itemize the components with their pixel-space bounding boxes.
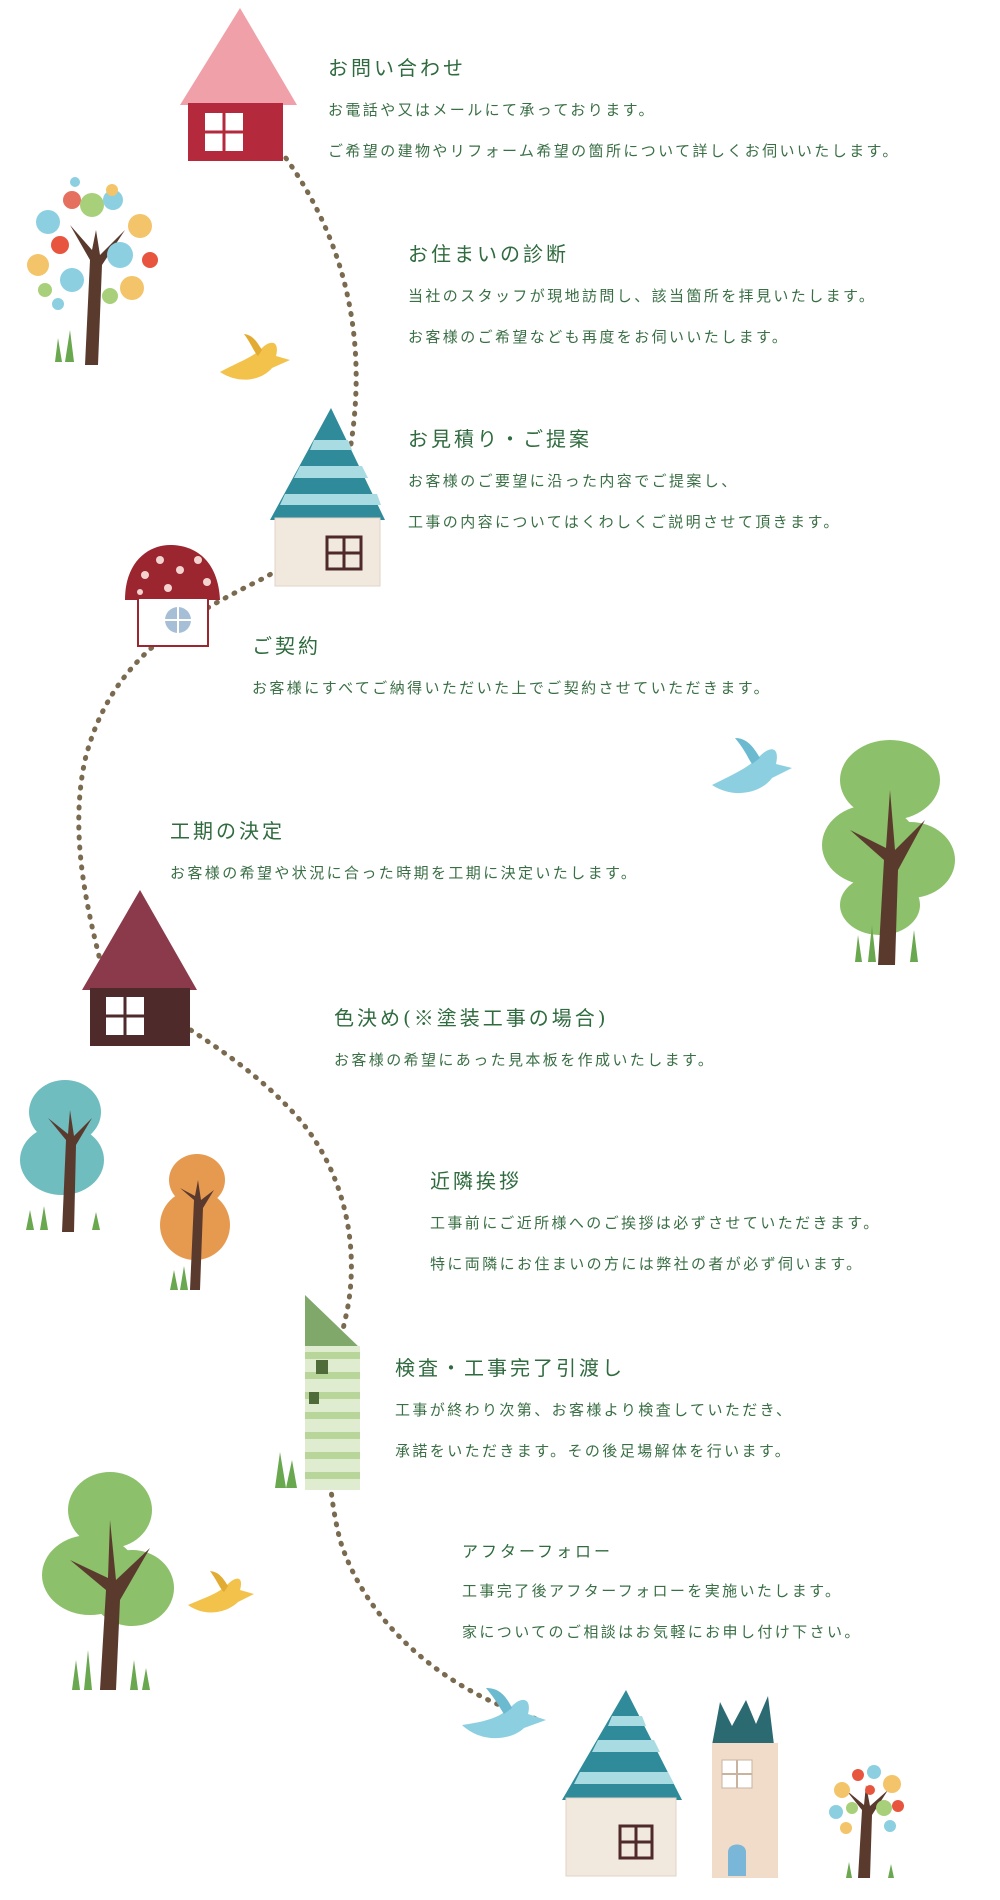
maroon-house-icon bbox=[82, 890, 197, 1046]
blue-bird-icon bbox=[712, 738, 792, 794]
step-text: お客様にすべてご納得いただいた上でご契約させていただきます。 bbox=[252, 679, 772, 697]
green-tree-icon bbox=[822, 740, 955, 965]
step-title: 工期の決定 bbox=[170, 819, 285, 843]
step-title: 検査・工事完了引渡し bbox=[395, 1356, 625, 1380]
step-title: お問い合わせ bbox=[328, 56, 466, 80]
yellow-bird-icon bbox=[220, 334, 290, 380]
step-title: ご契約 bbox=[252, 634, 321, 658]
colorful-tree-icon bbox=[27, 177, 158, 365]
step-contract: ご契約 お客様にすべてご納得いただいた上でご契約させていただきます。 bbox=[252, 630, 771, 698]
step-text: 当社のスタッフが現地訪問し、該当箇所を拝見いたします。 bbox=[408, 287, 877, 305]
final-teal-house-icon bbox=[562, 1690, 682, 1877]
step-inspection: 検査・工事完了引渡し 工事が終わり次第、お客様より検査していただき、 承諾をいた… bbox=[395, 1352, 793, 1461]
step-neighbors: 近隣挨拶 工事前にご近所様へのご挨拶は必ずさせていただきます。 特に両隣にお住ま… bbox=[430, 1165, 881, 1274]
step-text: 家についてのご相談はお気軽にお申し付け下さい。 bbox=[462, 1623, 862, 1641]
step-diagnosis: お住まいの診断 当社のスタッフが現地訪問し、該当箇所を拝見いたします。 お客様の… bbox=[408, 238, 876, 347]
step-inquiry: お問い合わせ お電話や又はメールにて承っております。 ご希望の建物やリフォーム希… bbox=[328, 52, 900, 161]
step-title: お住まいの診断 bbox=[408, 242, 569, 266]
step-text: 承諾をいただきます。その後足場解体を行います。 bbox=[395, 1442, 793, 1460]
step-text: ご希望の建物やリフォーム希望の箇所について詳しくお伺いいたします。 bbox=[328, 142, 900, 160]
step-text: 工事完了後アフターフォローを実施いたします。 bbox=[462, 1582, 843, 1600]
step-title: 色決め(※塗装工事の場合) bbox=[334, 1006, 609, 1030]
beige-tower-icon bbox=[712, 1696, 778, 1878]
step-text: お客様の希望にあった見本板を作成いたします。 bbox=[334, 1051, 716, 1069]
step-after-follow: アフターフォロー 工事完了後アフターフォローを実施いたします。 家についてのご相… bbox=[462, 1538, 862, 1642]
small-colorful-tree-icon bbox=[829, 1765, 904, 1878]
step-text: お客様の希望や状況に合った時期を工期に決定いたします。 bbox=[170, 864, 639, 882]
blue-bird-icon bbox=[462, 1688, 546, 1739]
step-title: アフターフォロー bbox=[462, 1542, 614, 1561]
step-text: 工事の内容についてはくわしくご説明させて頂きます。 bbox=[408, 513, 841, 531]
step-text: 工事が終わり次第、お客様より検査していただき、 bbox=[395, 1401, 794, 1419]
green-tower-icon bbox=[275, 1295, 360, 1490]
teal-house-icon bbox=[270, 408, 385, 587]
step-title: お見積り・ご提案 bbox=[408, 427, 592, 451]
step-text: 工事前にご近所様へのご挨拶は必ずさせていただきます。 bbox=[430, 1214, 881, 1232]
step-title: 近隣挨拶 bbox=[430, 1169, 522, 1193]
step-estimate: お見積り・ご提案 お客様のご要望に沿った内容でご提案し、 工事の内容についてはく… bbox=[408, 423, 841, 532]
orange-tree-icon bbox=[160, 1154, 230, 1290]
step-color: 色決め(※塗装工事の場合) お客様の希望にあった見本板を作成いたします。 bbox=[334, 1002, 715, 1070]
teal-tree-icon bbox=[20, 1080, 104, 1232]
green-dotted-tree-icon bbox=[42, 1472, 174, 1690]
step-text: お客様のご要望に沿った内容でご提案し、 bbox=[408, 472, 739, 490]
yellow-bird-icon bbox=[188, 1571, 254, 1613]
step-text: 特に両隣にお住まいの方には弊社の者が必ず伺います。 bbox=[430, 1255, 864, 1273]
mushroom-house-icon bbox=[125, 545, 220, 647]
pink-house-icon bbox=[180, 8, 297, 161]
step-schedule: 工期の決定 お客様の希望や状況に合った時期を工期に決定いたします。 bbox=[170, 815, 638, 883]
step-text: お客様のご希望なども再度をお伺いいたします。 bbox=[408, 328, 790, 346]
step-text: お電話や又はメールにて承っております。 bbox=[328, 101, 656, 119]
